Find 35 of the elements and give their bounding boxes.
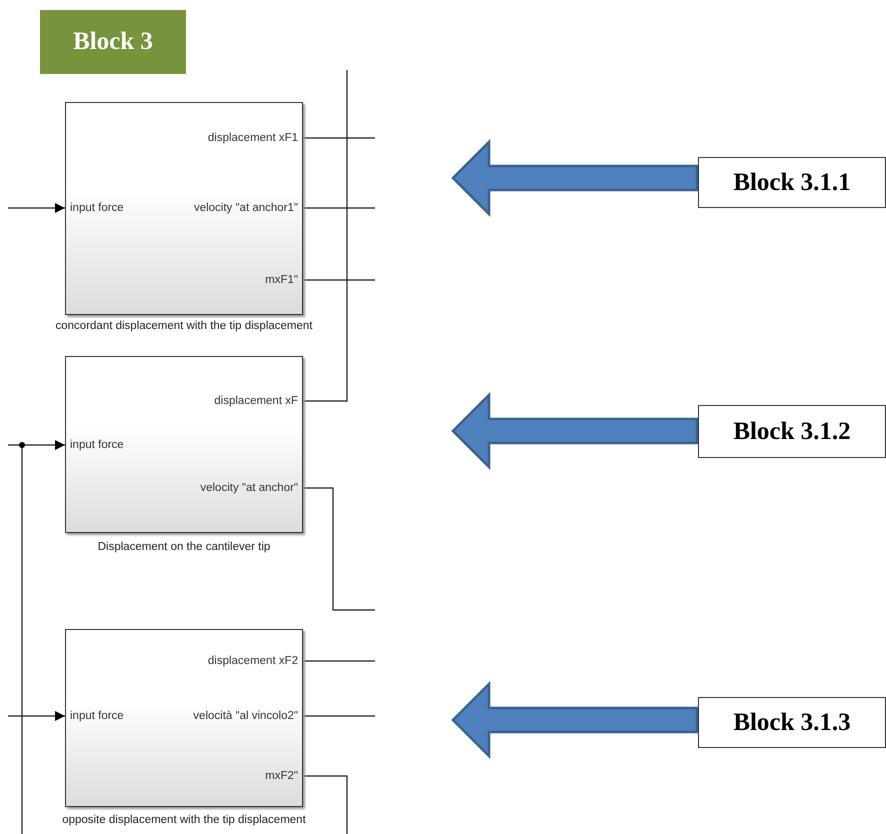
output-port-label: velocità "al vincolo2" <box>193 709 298 723</box>
block-label: Block 3.1.3 <box>698 697 886 748</box>
block-arrow <box>451 138 698 218</box>
signal-line <box>303 715 375 717</box>
block-arrow <box>451 680 698 760</box>
block-label: Block 3.1.2 <box>698 405 886 458</box>
block-arrow <box>451 392 698 470</box>
block-title-label: Block 3 <box>40 10 186 74</box>
block-caption: Displacement on the cantilever tip <box>98 540 270 554</box>
signal-line <box>303 279 375 281</box>
signal-line <box>303 70 348 402</box>
signal-arrow <box>8 711 65 721</box>
subsystem-block <box>65 356 303 533</box>
block-caption: opposite displacement with the tip displacement <box>62 813 306 827</box>
block-caption: concordant displacement with the tip displacement <box>56 319 312 333</box>
signal-line <box>303 137 375 139</box>
output-port-label: mxF2" <box>265 769 298 783</box>
subsystem-block <box>65 629 303 807</box>
signal-arrow <box>8 440 65 450</box>
output-port-label: displacement xF2 <box>208 654 298 668</box>
signal-line <box>303 487 375 611</box>
output-port-label: displacement xF1 <box>208 131 298 145</box>
output-port-label: mxF1" <box>265 273 298 287</box>
block-label: Block 3.1.1 <box>698 157 886 208</box>
input-port-label: input force <box>70 709 124 723</box>
output-port-label: velocity "at anchor" <box>200 481 298 495</box>
signal-line <box>303 207 375 209</box>
signal-line <box>303 775 348 834</box>
output-port-label: displacement xF <box>214 394 298 408</box>
input-port-label: input force <box>70 201 124 215</box>
subsystem-block <box>65 102 303 315</box>
output-port-label: velocity "at anchor1" <box>194 201 298 215</box>
signal-line <box>303 660 375 662</box>
input-port-label: input force <box>70 438 124 452</box>
signal-arrow <box>8 203 65 213</box>
